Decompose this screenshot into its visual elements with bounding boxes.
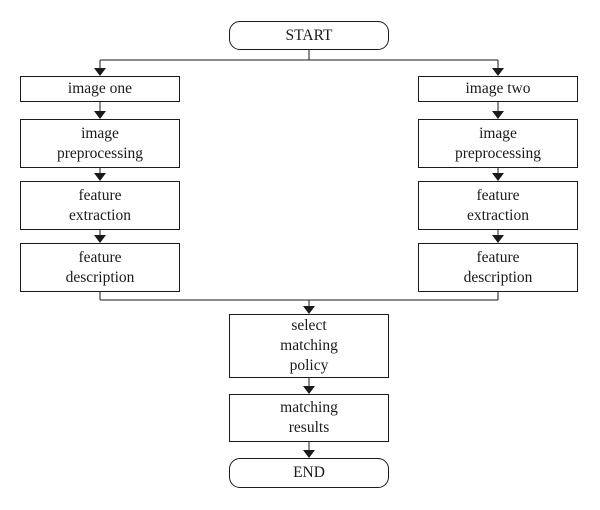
right-feature-extraction-label: feature extraction [467,186,529,224]
arrow-head [492,173,504,181]
arrow-head [492,111,504,119]
right-image-input-label: image two [465,80,531,97]
right-feature-extraction-box: feature extraction [418,181,578,230]
left-image-input-label: image one [67,80,133,97]
right-preprocessing-label: image preprocessing [454,124,542,162]
start-terminal: START [229,21,389,50]
matching-results-box: matching results [229,394,389,442]
arrow-head [94,111,106,119]
right-image-input-box: image two [418,76,578,102]
end-label: END [293,464,325,481]
arrow-head [94,235,106,243]
left-image-input-box: image one [20,76,180,102]
arrow-head [492,68,504,76]
start-label: START [285,26,333,44]
right-feature-description-box: feature description [418,243,578,292]
end-terminal: END [229,458,389,488]
select-matching-policy-box: select matching policy [229,314,389,378]
left-feature-extraction-label: feature extraction [69,186,131,224]
matching-results-label: matching results [280,399,338,436]
arrow-head [94,68,106,76]
left-feature-extraction-box: feature extraction [20,181,180,230]
arrow-head [303,306,315,314]
left-feature-description-box: feature description [20,243,180,292]
right-preprocessing-box: image preprocessing [418,119,578,168]
arrow-head [303,386,315,394]
left-preprocessing-box: image preprocessing [20,119,180,168]
left-preprocessing-label: image preprocessing [56,124,144,162]
select-matching-policy-label: select matching policy [280,317,338,374]
arrow-head [303,450,315,458]
arrow-head [94,173,106,181]
right-feature-description-label: feature description [463,248,533,286]
left-feature-description-label: feature description [65,248,135,286]
arrow-head [492,235,504,243]
